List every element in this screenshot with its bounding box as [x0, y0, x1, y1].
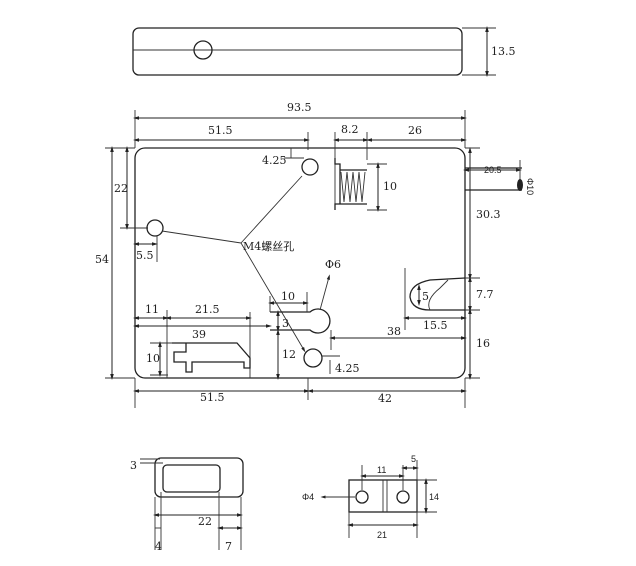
dim-42: 42 — [378, 392, 392, 405]
bracket — [172, 342, 251, 373]
dim-keyhole-10: 10 — [281, 290, 295, 303]
screw-hole-note: M4螺丝孔 — [243, 240, 294, 253]
dim-26: 26 — [408, 124, 422, 137]
dim-spring-10: 10 — [383, 180, 397, 193]
dim-latch-5: 5 — [422, 290, 429, 303]
dim-20-5: 20.5 — [484, 165, 502, 175]
plate-outline — [134, 147, 466, 379]
dim-22: 22 — [114, 182, 128, 195]
dim-30-3: 30.3 — [476, 208, 501, 221]
dim-22-detail: 22 — [198, 515, 212, 528]
dim-rod-diameter: Φ10 — [525, 178, 535, 195]
dim-7-7: 7.7 — [476, 288, 494, 301]
screw-hole-left — [146, 219, 164, 237]
dim-4-25-top: 4.25 — [262, 154, 287, 167]
dim-8-2: 8.2 — [341, 123, 359, 136]
dim-21-5: 21.5 — [195, 303, 220, 316]
dim-5-detail: 5 — [411, 454, 416, 464]
dim-bracket-10: 10 — [146, 352, 160, 365]
dim-93-5: 93.5 — [287, 101, 312, 114]
dim-13-5: 13.5 — [491, 45, 516, 58]
dim-12: 12 — [282, 348, 296, 361]
dim-11: 11 — [145, 303, 159, 316]
detail-right: Φ4 11 5 14 21 — [302, 454, 439, 540]
detail-left: 3 22 4 7 — [130, 457, 244, 553]
dim-38: 38 — [387, 325, 401, 338]
rod-end — [517, 179, 523, 191]
screw-hole-bottom — [303, 348, 323, 368]
dim-4-25-bottom: 4.25 — [335, 362, 360, 375]
top-view-hole — [193, 40, 213, 60]
main-view: 93.5 51.5 8.2 26 22 54 4.25 5.5 4.25 M4螺… — [95, 101, 535, 408]
top-view: 13.5 — [132, 26, 516, 77]
dim-3: 3 — [282, 317, 289, 330]
dim-7-detail: 7 — [225, 540, 232, 553]
dim-54: 54 — [95, 253, 109, 266]
dim-21-detail: 21 — [377, 530, 387, 540]
dim-5-5: 5.5 — [136, 249, 154, 262]
dim-51-5-top: 51.5 — [208, 124, 233, 137]
dim-15-5: 15.5 — [423, 319, 448, 332]
screw-hole-top — [301, 158, 319, 176]
keyhole-diameter: Φ6 — [325, 258, 341, 271]
dim-hole-4: Φ4 — [302, 492, 314, 502]
dim-4-detail: 4 — [155, 540, 162, 553]
keyhole — [270, 308, 331, 334]
dim-51-5-bottom: 51.5 — [200, 391, 225, 404]
dim-wall-3: 3 — [130, 459, 137, 472]
dim-39: 39 — [192, 328, 206, 341]
dim-14-detail: 14 — [429, 492, 439, 502]
dim-16: 16 — [476, 337, 490, 350]
dim-11-detail: 11 — [377, 465, 386, 475]
